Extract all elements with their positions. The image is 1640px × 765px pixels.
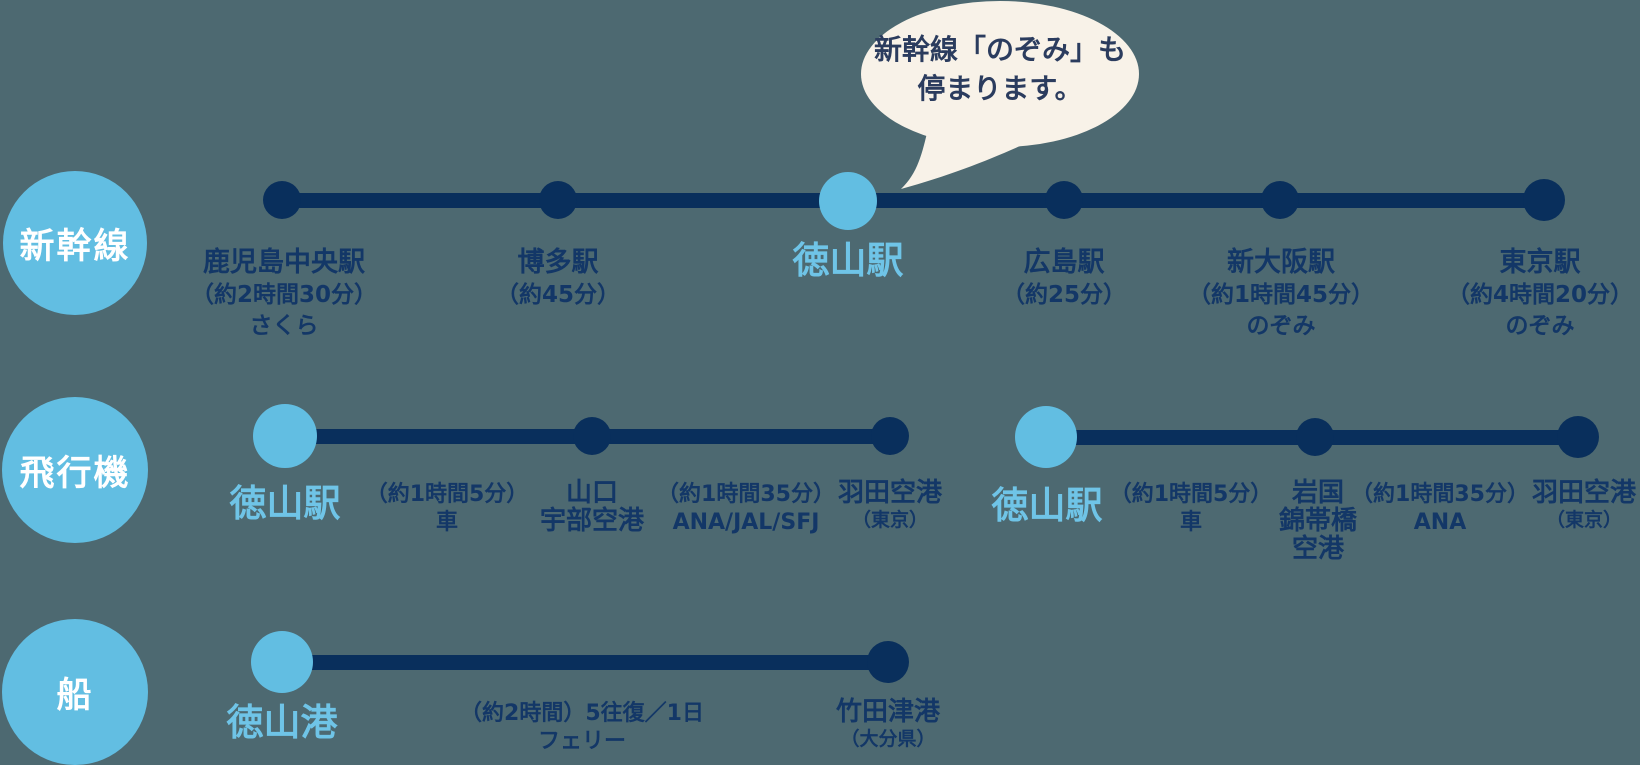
air1-leg2-label: （約1時間35分） ANA/JAL/SFJ (657, 481, 835, 537)
stop-time: （約1時間45分） (1187, 282, 1375, 308)
stop-haneda-2: 羽田空港 （東京） (1532, 479, 1636, 533)
stop-name: 竹田津港 (835, 697, 941, 727)
stop-train: のぞみ (1505, 313, 1575, 339)
node-tokuyama-air1 (253, 404, 317, 468)
stop-name: 新大阪駅 (1226, 247, 1335, 278)
ship-line (282, 655, 888, 670)
stop-tokuyama-port: 徳山港 (227, 702, 338, 744)
stop-name: 鹿児島中央駅 (202, 247, 365, 278)
air2-leg1-label: （約1時間5分） 車 (1110, 481, 1273, 537)
node-kagoshima-chuo (263, 181, 301, 219)
stop-name: 東京駅 (1499, 247, 1581, 278)
stop-tokuyama-air2: 徳山駅 (992, 485, 1103, 527)
leg-via: 車 (435, 510, 458, 535)
leg-time: （約1時間35分） (657, 482, 835, 507)
stop-name-line1: 山口 (565, 478, 619, 508)
stop-train: さくら (249, 313, 319, 339)
stop-name: 徳山駅 (229, 482, 341, 525)
stop-name-line3: 空港 (1291, 534, 1345, 564)
stop-time: （約45分） (495, 282, 621, 308)
node-haneda-airport-1 (871, 417, 909, 455)
leg-via: 車 (1179, 510, 1202, 535)
stop-tokyo: 東京駅 （約4時間20分） のぞみ (1447, 246, 1633, 342)
node-hiroshima (1045, 181, 1083, 219)
node-tokuyama-port (251, 631, 313, 693)
speech-bubble-shape (861, 1, 1139, 189)
stop-note: （大分県） (840, 728, 936, 750)
stop-name: 徳山駅 (991, 484, 1103, 527)
speech-bubble-text: 新幹線「のぞみ」も 停まります。 (845, 30, 1155, 108)
leg-time: （約1時間35分） (1351, 482, 1529, 507)
node-tokuyama-shinkansen (819, 172, 877, 230)
node-hakata (539, 181, 577, 219)
stop-name: 羽田空港 (1531, 478, 1637, 508)
stop-name: 広島駅 (1023, 247, 1105, 278)
stop-yamaguchi-ube-airport: 山口 宇部空港 (540, 479, 644, 535)
air2-leg2-label: （約1時間35分） ANA (1351, 481, 1529, 537)
stop-tokuyama-air1: 徳山駅 (230, 483, 341, 525)
leg-via: ANA/JAL/SFJ (672, 510, 820, 535)
stop-kagoshima-chuo: 鹿児島中央駅 （約2時間30分） さくら (191, 246, 377, 342)
mode-circle-ship: 船 (2, 619, 148, 765)
stop-time: （約4時間20分） (1446, 282, 1634, 308)
node-tokuyama-air2 (1015, 406, 1077, 468)
stop-name-line2: 錦帯橋 (1278, 506, 1358, 536)
stop-time: （約25分） (1001, 282, 1127, 308)
node-haneda-airport-2 (1557, 416, 1599, 458)
stop-shin-osaka: 新大阪駅 （約1時間45分） のぞみ (1188, 246, 1374, 342)
stop-tokuyama-shinkansen: 徳山駅 (793, 240, 904, 282)
speech-bubble: 新幹線「のぞみ」も 停まります。 (845, 0, 1175, 210)
stop-hakata: 博多駅 （約45分） (496, 246, 620, 311)
stop-time: （約2時間30分） (190, 282, 378, 308)
node-taketazu-port (867, 641, 909, 683)
leg-via: フェリー (537, 729, 626, 754)
stop-name-line1: 岩国 (1291, 478, 1345, 508)
leg-time: （約1時間5分） (1109, 482, 1273, 507)
stop-note: （東京） (1545, 509, 1623, 531)
ship-leg-label: （約2時間）5往復／1日 フェリー (460, 700, 704, 756)
stop-name: 羽田空港 (837, 478, 943, 508)
node-shin-osaka (1261, 181, 1299, 219)
speech-bubble-line1: 新幹線「のぞみ」も (873, 33, 1126, 66)
mode-label-ship: 船 (56, 675, 94, 716)
stop-note: （東京） (851, 509, 929, 531)
node-yamaguchi-ube-airport (573, 417, 611, 455)
stop-hiroshima: 広島駅 （約25分） (1002, 246, 1126, 311)
stop-iwakuni-airport: 岩国 錦帯橋 空港 (1279, 479, 1357, 563)
stop-haneda-1: 羽田空港 （東京） (838, 479, 942, 533)
node-tokyo (1523, 179, 1565, 221)
speech-bubble-line2: 停まります。 (917, 72, 1083, 105)
mode-label-airplane: 飛行機 (19, 453, 131, 494)
stop-name: 徳山駅 (792, 239, 904, 282)
mode-circle-airplane: 飛行機 (2, 397, 148, 543)
stop-name: 博多駅 (517, 247, 599, 278)
node-iwakuni-airport (1296, 418, 1334, 456)
stop-name: 徳山港 (226, 701, 338, 744)
air1-leg1-label: （約1時間5分） 車 (366, 481, 529, 537)
leg-time: （約1時間5分） (365, 482, 529, 507)
shinkansen-line (282, 193, 1544, 208)
leg-via: ANA (1413, 510, 1467, 535)
leg-time: （約2時間）5往復／1日 (460, 701, 704, 726)
mode-label-shinkansen: 新幹線 (19, 226, 131, 267)
stop-name-line2: 宇部空港 (539, 506, 645, 536)
stop-train: のぞみ (1246, 313, 1316, 339)
mode-circle-shinkansen: 新幹線 (3, 171, 147, 315)
stop-taketazu-port: 竹田津港 （大分県） (836, 698, 940, 752)
